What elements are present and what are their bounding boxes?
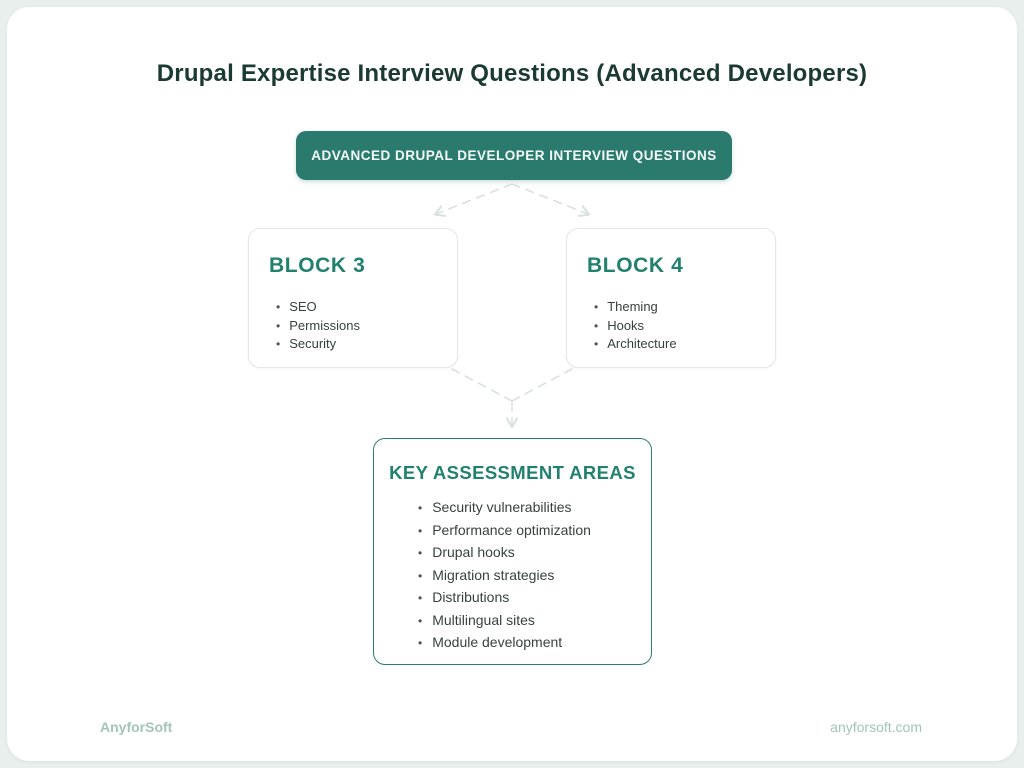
list-item-label: SEO [289,299,317,314]
list-item-label: Drupal hooks [432,544,515,560]
bullet-icon: • [276,337,281,351]
list-item: • Architecture [594,335,757,354]
bullet-icon: • [418,591,423,605]
block-4-list: • Theming • Hooks • Architecture [587,298,757,354]
list-item: • Multilingual sites [418,610,651,633]
list-item: • Theming [594,298,757,317]
list-item-label: Hooks [607,317,645,333]
key-assessment-list: • Security vulnerabilities • Performance o… [374,497,651,655]
block-3-card: BLOCK 3 • SEO • Permissions • Security [248,228,458,368]
bullet-icon: • [594,337,599,351]
website-label: anyforsoft.com [830,719,922,735]
bullet-icon: • [418,636,423,650]
list-item-label: Security [289,336,337,351]
list-item-label: Security vulnerabilities [432,499,572,515]
list-item-label: Module development [432,634,563,650]
list-item-label: Architecture [607,336,677,351]
brand-label: AnyforSoft [100,719,173,735]
bullet-icon: • [418,523,423,538]
list-item-label: Multilingual sites [432,611,535,628]
list-item-label: Performance optimization [432,521,591,538]
list-item: • Hooks [594,317,757,336]
bullet-icon: • [418,613,423,628]
page-title: Drupal Expertise Interview Questions (Ad… [156,60,868,87]
list-item: • Security [276,335,439,354]
block-3-list: • SEO • Permissions • Security [269,298,439,354]
bullet-icon: • [594,300,599,314]
block-4-card: BLOCK 4 • Theming • Hooks • Architecture [566,228,776,368]
list-item: • Permissions [276,317,439,336]
key-assessment-title: KEY ASSESSMENT AREAS [389,462,636,483]
bullet-icon: • [418,546,423,560]
bullet-icon: • [418,501,423,515]
list-item-label: Theming [607,299,658,314]
list-item: • Drupal hooks [418,542,651,565]
key-assessment-card: KEY ASSESSMENT AREAS • Security vulnerabi… [373,438,652,665]
list-item: • Module development [418,632,651,655]
bullet-icon: • [594,318,599,333]
list-item-label: Distributions [432,589,510,605]
list-item: • Distributions [418,587,651,610]
block-3-title: BLOCK 3 [269,254,366,277]
bullet-icon: • [418,568,423,583]
list-item-label: Migration strategies [432,566,555,583]
list-item: • Security vulnerabilities [418,497,651,520]
list-item: • Migration strategies [418,565,651,588]
list-item: • SEO [276,298,439,317]
block-4-title: BLOCK 4 [587,254,684,277]
bullet-icon: • [276,318,281,333]
list-item-label: Permissions [289,317,360,333]
root-node-banner: ADVANCED DRUPAL DEVELOPER INTERVIEW QUES… [296,131,732,180]
list-item: • Performance optimization [418,520,651,543]
bullet-icon: • [276,300,281,314]
